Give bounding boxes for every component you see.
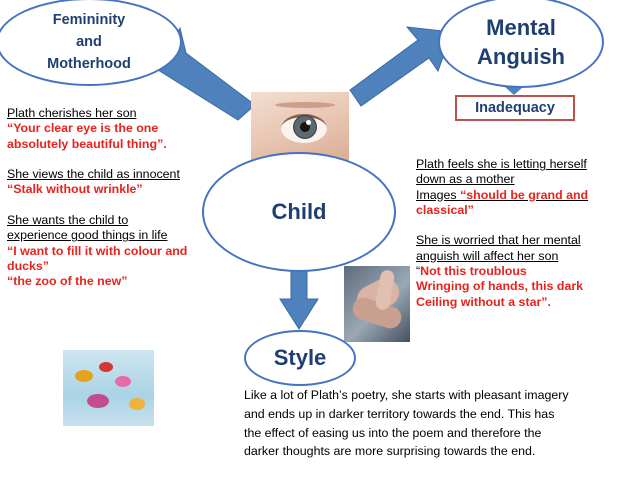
style-note-line-2: and ends up in darker territory towards …	[244, 406, 555, 421]
right-quote-ceiling: Ceiling without a star”.	[416, 294, 551, 309]
style-note-line-3: the effect of easing us into the poem an…	[244, 425, 542, 440]
style-label: Style	[273, 345, 327, 370]
left-note-innocent: She views the child as innocent	[7, 167, 180, 182]
style-node: Style	[244, 330, 356, 386]
mental-anguish-line-1: Mental	[486, 15, 556, 40]
arrow-to-style	[279, 261, 319, 330]
right-quote-grand: “should be grand and	[460, 187, 589, 202]
femininity-line-2: and	[76, 34, 102, 50]
style-note-line-1: Like a lot of Plath’s poetry, she starts…	[244, 388, 569, 402]
right-quote-troublous: “Not this troublous	[416, 264, 527, 279]
right-note-worried-1: She is worried that her mental	[416, 233, 581, 248]
femininity-line-1: Femininity	[52, 12, 126, 28]
left-note-cherish: Plath cherishes her son	[7, 106, 137, 120]
right-notes: Plath feels she is letting herself down …	[416, 157, 636, 310]
left-quote-clear-eye-1: “Your clear eye is the one	[7, 121, 159, 136]
right-quote-classical: classical”	[416, 202, 474, 217]
right-quote-wringing: Wringing of hands, this dark	[416, 279, 584, 294]
femininity-node: Femininity and Motherhood	[0, 0, 182, 86]
right-note-worried-2: anguish will affect her son	[416, 248, 559, 263]
left-quote-colour-1: “I want to fill it with colour and	[7, 243, 188, 258]
mental-anguish-node: Mental Anguish	[438, 0, 604, 88]
right-note-letting-down-1: Plath feels she is letting herself	[416, 157, 587, 171]
arrow-to-mental-anguish	[349, 26, 453, 107]
child-node: Child	[202, 152, 396, 272]
wringing-hands-image	[344, 266, 410, 342]
left-quote-clear-eye-2: absolutely beautiful thing”.	[7, 136, 167, 151]
right-note-images: Images “should be grand and	[416, 187, 589, 202]
left-note-good-things-2: experience good things in life	[7, 228, 168, 243]
femininity-line-3: Motherhood	[47, 56, 131, 72]
inadequacy-box: Inadequacy	[455, 95, 575, 121]
left-quote-zoo: “the zoo of the new”	[7, 274, 128, 289]
ducks-image	[63, 350, 154, 426]
right-note-letting-down-2: down as a mother	[416, 172, 515, 187]
left-quote-stalk: “Stalk without wrinkle”	[7, 182, 143, 197]
style-note-line-4: darker thoughts are more surprising towa…	[244, 444, 536, 459]
child-label: Child	[271, 199, 327, 224]
left-quote-colour-2: ducks”	[7, 258, 50, 273]
style-note: Like a lot of Plath’s poetry, she starts…	[244, 386, 636, 461]
left-note-good-things-1: She wants the child to	[7, 213, 129, 228]
left-notes: Plath cherishes her son “Your clear eye …	[7, 106, 247, 290]
inadequacy-label: Inadequacy	[475, 100, 555, 116]
mental-anguish-line-2: Anguish	[477, 44, 565, 69]
